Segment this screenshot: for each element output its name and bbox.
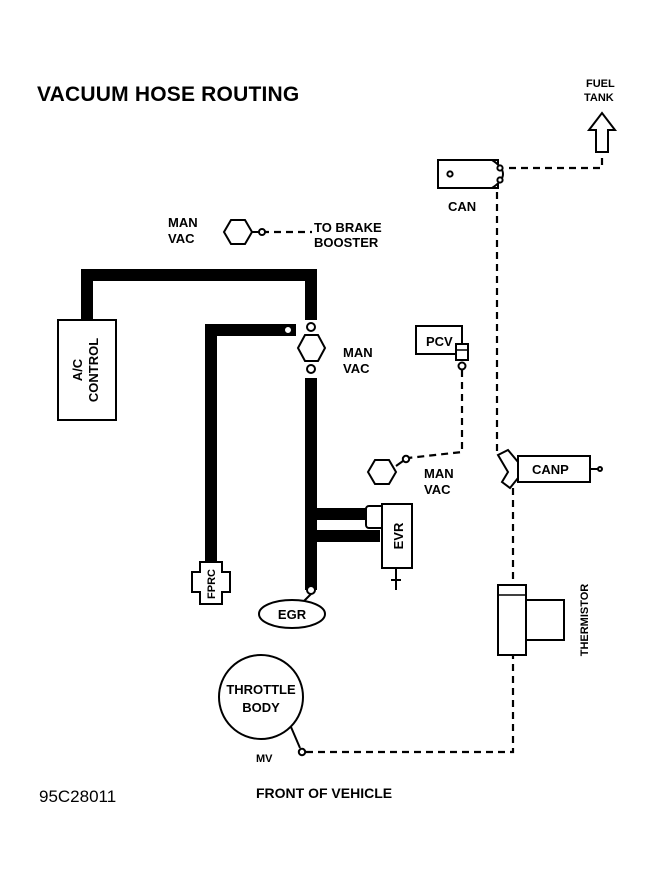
- fprc-icon: [191, 561, 231, 605]
- to-brake-booster-label-line1: TO BRAKE: [314, 220, 382, 235]
- man-vac-top-label-line1: MAN: [168, 215, 198, 230]
- mv-port-icon: [290, 726, 307, 757]
- line-thermistor-to-mv: [304, 652, 515, 754]
- man-vac-mid-fitting-icon: [283, 322, 327, 374]
- pcv-label: PCV: [426, 334, 453, 349]
- to-brake-booster-label-line2: BOOSTER: [314, 235, 379, 250]
- pcv-valve-icon: [415, 325, 469, 371]
- fprc-label: FPRC: [206, 569, 218, 599]
- canp-label: CANP: [532, 462, 569, 477]
- egr-label: EGR: [278, 607, 307, 622]
- thermistor-icon: [497, 584, 565, 656]
- hose-ac-control-to-man-vac: [81, 269, 317, 322]
- thermistor-label: THERMISTOR: [579, 584, 591, 657]
- evr-solenoid-icon: [365, 503, 413, 590]
- throttle-body-label-line2: BODY: [242, 700, 280, 715]
- man-vac-mid-label-line2: VAC: [343, 361, 370, 376]
- throttle-body-icon: [218, 654, 304, 740]
- man-vac-mid-label-line1: MAN: [343, 345, 373, 360]
- egr-valve-icon: [258, 585, 326, 629]
- throttle-body-label-line1: THROTTLE: [226, 682, 296, 697]
- mv-label: MV: [256, 753, 273, 765]
- ac-control-label-line2: CONTROL: [86, 338, 101, 402]
- hose-fprc-to-man-vac: [205, 324, 296, 568]
- man-vac-low-label-line2: VAC: [424, 482, 451, 497]
- man-vac-top-label-line2: VAC: [168, 231, 195, 246]
- fuel-tank-label-line1: FUEL: [586, 78, 615, 90]
- canp-valve-icon: [496, 448, 603, 490]
- line-can-to-fuel-tank: [509, 152, 604, 170]
- can-label: CAN: [448, 199, 476, 214]
- ac-control-label-line1: A/C: [70, 358, 85, 381]
- man-vac-top-fitting-icon: [222, 219, 266, 245]
- fuel-tank-arrow-icon: [586, 111, 618, 153]
- line-pcv-to-man-vac: [407, 370, 464, 460]
- front-of-vehicle-label: FRONT OF VEHICLE: [256, 785, 392, 801]
- man-vac-low-fitting-icon: [366, 454, 411, 485]
- ac-control-box: [57, 319, 117, 421]
- diagram-title: VACUUM HOSE ROUTING: [37, 83, 299, 106]
- fuel-tank-label-line2: TANK: [584, 92, 614, 104]
- evr-label: EVR: [391, 522, 406, 549]
- canister-icon: [437, 159, 504, 189]
- diagram-code: 95C28011: [39, 787, 116, 806]
- man-vac-low-label-line1: MAN: [424, 466, 454, 481]
